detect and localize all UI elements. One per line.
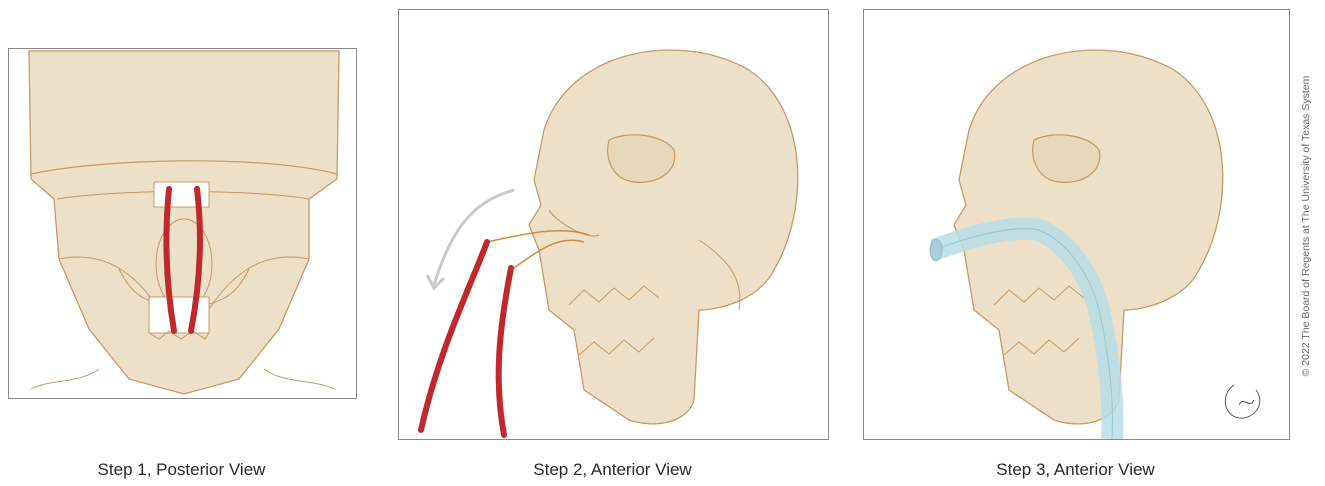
step-1-panel: [8, 48, 357, 399]
step-1-caption: Step 1, Posterior View: [8, 460, 355, 480]
posterior-skull-illustration: [9, 49, 356, 398]
skull-anterior-shape: [529, 50, 798, 424]
copyright-notice: © 2022 The Board of Regents at The Unive…: [1300, 26, 1312, 426]
skull-posterior-shape: [29, 51, 339, 394]
step-2-panel: [398, 9, 829, 440]
anterior-skull-catheter-illustration: [399, 10, 828, 439]
red-catheters-icon: [421, 242, 487, 430]
anterior-skull-tube-illustration: [864, 10, 1289, 439]
step-2-caption: Step 2, Anterior View: [398, 460, 827, 480]
step-3-panel: [863, 9, 1290, 440]
artist-signature-icon: [1225, 385, 1260, 418]
step-3-caption: Step 3, Anterior View: [863, 460, 1288, 480]
